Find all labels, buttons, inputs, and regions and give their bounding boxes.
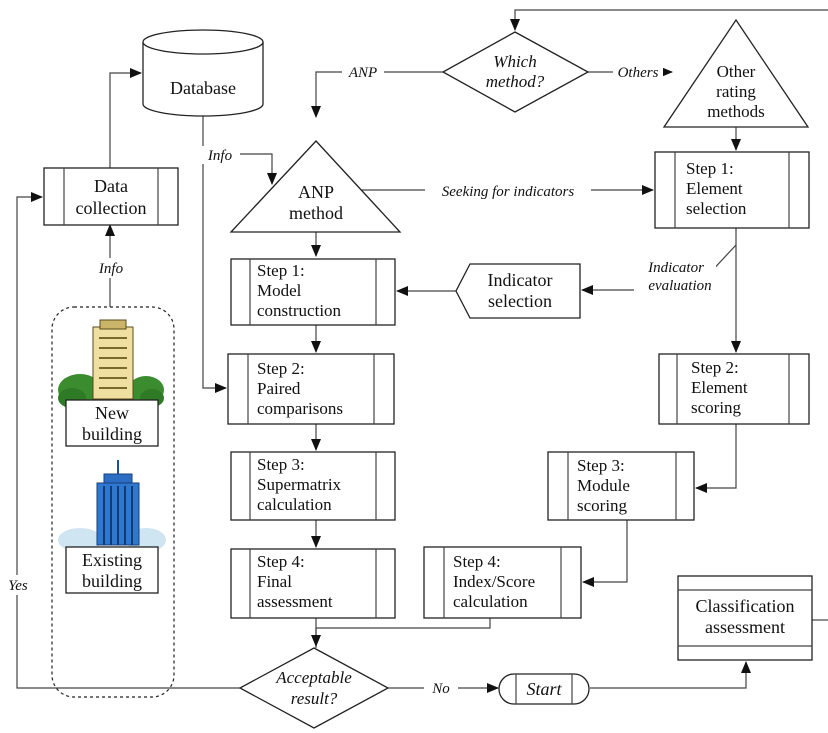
edge-loop-to-which-method [510, 9, 828, 31]
label-no: No [431, 681, 450, 697]
other-rating-line3: methods [707, 102, 765, 121]
other-step3-line1: Step 3: [577, 456, 625, 475]
start-label: Start [526, 679, 562, 699]
anp-step2-node: Step 2: Paired comparisons [227, 353, 395, 425]
edge-collection-to-db [109, 68, 142, 168]
classification-line2: assessment [705, 617, 785, 637]
database-node: Database [142, 29, 264, 117]
anp-method-line1: ANP [298, 182, 334, 202]
anp-step3-line3: calculation [257, 495, 332, 514]
indicator-selection-node: Indicator selection [455, 263, 581, 319]
which-method-line2: method? [486, 72, 545, 91]
label-seeking: Seeking for indicators [442, 184, 575, 200]
classification-node: Classification assessment [677, 575, 813, 661]
anp-step1-line2: Model [257, 281, 302, 300]
anp-step2-line2: Paired [257, 379, 301, 398]
which-method-line1: Which [493, 52, 536, 71]
edge-elscore-to-module [695, 424, 737, 493]
anp-step4-line2: Final [257, 572, 292, 591]
edge-db-to-step2 [202, 154, 227, 393]
existing-building-line1: Existing [82, 550, 142, 570]
acceptable-result-node: Acceptable result? [238, 647, 390, 729]
edge-index-merge [316, 618, 491, 629]
other-step1-line2: Element [686, 179, 743, 198]
label-yes: Yes [8, 578, 28, 594]
existing-building-line2: building [82, 571, 142, 591]
other-rating-line1: Other [717, 62, 756, 81]
acceptable-line2: result? [291, 689, 338, 708]
new-building-icon [58, 319, 164, 408]
other-step2-line3: scoring [691, 398, 742, 417]
anp-step1-node: Step 1: Model construction [230, 258, 396, 326]
other-step3-node: Step 3: Module scoring [547, 451, 695, 521]
indicator-selection-line1: Indicator [488, 270, 553, 290]
indicator-selection-line2: selection [488, 291, 552, 311]
edge-yes [16, 192, 240, 689]
anp-method-node: ANP method [229, 140, 402, 233]
other-step2-line2: Element [691, 378, 748, 397]
edge-start-to-class [590, 661, 751, 689]
data-collection-node: Data collection [43, 167, 179, 226]
label-info-db: Info [207, 148, 233, 164]
anp-step3-line2: Supermatrix [257, 475, 342, 494]
label-indicator-eval-2: evaluation [648, 278, 711, 294]
other-step4-line2: Index/Score [453, 572, 535, 591]
other-rating-line2: rating [716, 82, 756, 101]
label-info-building: Info [98, 261, 124, 277]
other-step1-node: Step 1: Element selection [654, 151, 810, 229]
other-rating-methods-node: Other rating methods [662, 18, 810, 128]
new-building-line1: New [95, 403, 129, 423]
anp-step4-line3: assessment [257, 592, 333, 611]
anp-step2-line1: Step 2: [257, 359, 305, 378]
anp-method-line2: method [289, 203, 343, 223]
anp-step3-line1: Step 3: [257, 455, 305, 474]
label-others: Others [618, 65, 659, 81]
other-step3-line3: scoring [577, 496, 628, 515]
anp-step2-line3: comparisons [257, 399, 343, 418]
buildings-group: New building Existing building [51, 306, 175, 698]
data-collection-line1: Data [94, 176, 128, 196]
other-step4-line1: Step 4: [453, 552, 501, 571]
other-step4-node: Step 4: Index/Score calculation [423, 546, 582, 619]
other-step2-line1: Step 2: [691, 358, 739, 377]
other-step4-line3: calculation [453, 592, 528, 611]
label-indicator-eval-1: Indicator [647, 260, 704, 276]
edge-anp [311, 71, 443, 118]
other-step1-line3: selection [686, 199, 747, 218]
edge-labels: ANP Others Info Seeking for indicators I… [4, 62, 716, 698]
other-step3-line2: Module [577, 476, 630, 495]
other-step1-line1: Step 1: [686, 159, 734, 178]
anp-step4-node: Step 4: Final assessment [230, 548, 396, 619]
existing-building-icon [58, 460, 166, 552]
anp-step1-line3: construction [257, 301, 342, 320]
start-node: Start [498, 673, 590, 705]
label-anp: ANP [348, 65, 377, 81]
edge-module-to-index [582, 520, 628, 587]
anp-step4-line1: Step 4: [257, 552, 305, 571]
connectors [16, 9, 828, 693]
anp-step1-line1: Step 1: [257, 261, 305, 280]
data-collection-line2: collection [76, 198, 147, 218]
anp-step3-node: Step 3: Supermatrix calculation [230, 451, 396, 521]
database-label: Database [170, 78, 236, 98]
new-building-line2: building [82, 424, 142, 444]
other-step2-node: Step 2: Element scoring [658, 353, 810, 425]
acceptable-line1: Acceptable [275, 668, 352, 687]
which-method-node: Which method? [441, 31, 590, 113]
classification-line1: Classification [696, 596, 795, 616]
